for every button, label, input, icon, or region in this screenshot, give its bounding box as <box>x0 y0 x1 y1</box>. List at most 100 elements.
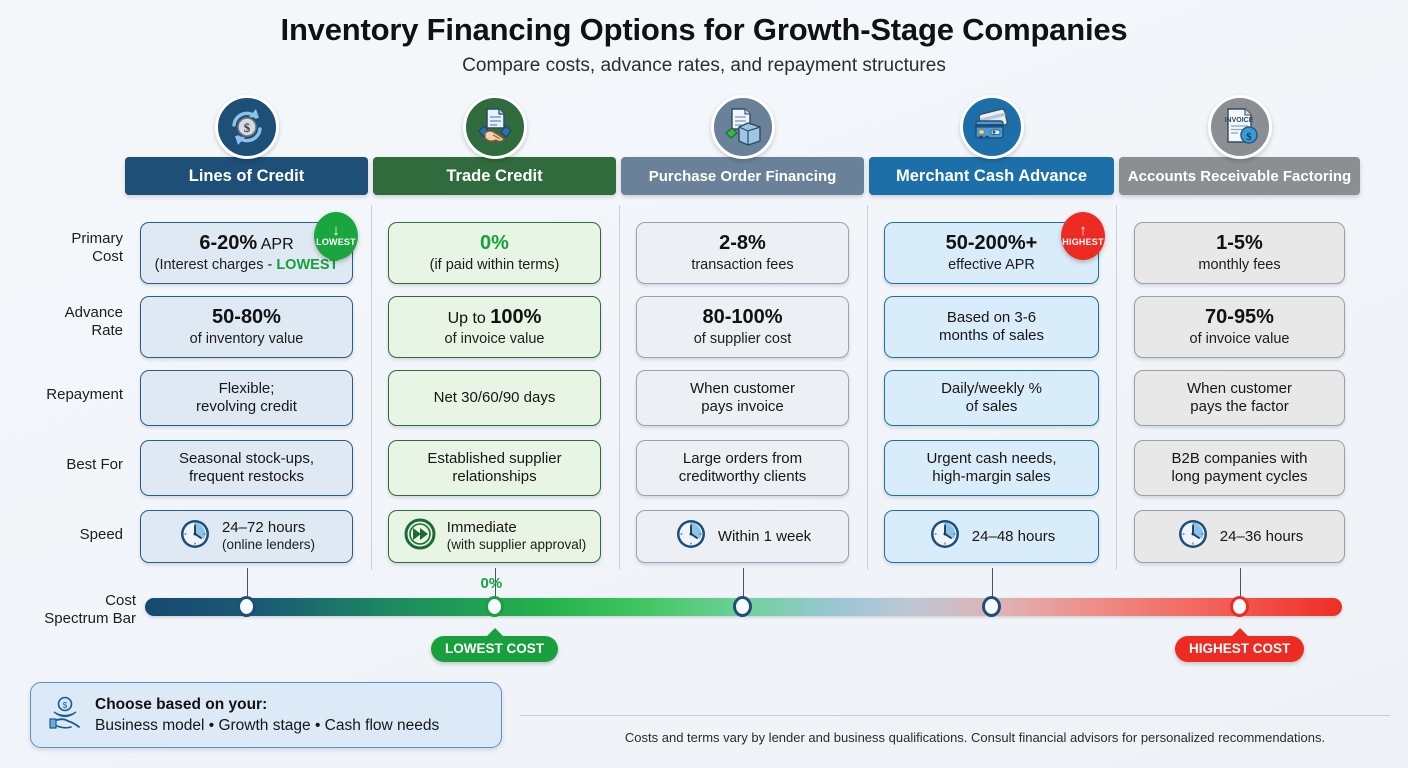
cell-value: 0% <box>480 232 509 255</box>
spectrum-connector-1 <box>246 568 248 598</box>
cell-subtext: of invoice value <box>444 331 545 348</box>
row-label-cost-spectrum: Cost Spectrum Bar <box>44 592 136 628</box>
cell-line-1: Established supplier <box>427 450 562 467</box>
svg-text:INVOICE: INVOICE <box>1224 117 1253 124</box>
cell-line-2: (online lenders) <box>221 537 316 553</box>
spectrum-connector-4 <box>991 568 993 598</box>
column-header-4[interactable]: Merchant Cash Advance <box>869 157 1114 195</box>
cell-value: 80-100% <box>702 306 783 329</box>
column-header-2[interactable]: Trade Credit <box>373 157 616 195</box>
cell-subtext: monthly fees <box>1198 257 1281 274</box>
cell-best_for-4[interactable]: Urgent cash needs,high-margin sales <box>884 440 1099 496</box>
cell-value: 50-80% <box>212 306 281 329</box>
cell-speed-2[interactable]: Immediate(with supplier approval) <box>388 510 601 563</box>
cell-best_for-1[interactable]: Seasonal stock-ups,frequent restocks <box>140 440 353 496</box>
column-separator-1 <box>371 205 372 570</box>
cell-subtext: transaction fees <box>691 257 794 274</box>
cell-advance_rate-1[interactable]: 50-80%of inventory value <box>140 296 353 358</box>
advice-criteria: Business model • Growth stage • Cash flo… <box>95 716 440 734</box>
cell-line-2: of sales <box>965 398 1018 415</box>
column-separator-4 <box>1116 205 1117 570</box>
cell-advance_rate-2[interactable]: Up to 100% of invoice value <box>388 296 601 358</box>
badge-highest: ↑HIGHEST <box>1061 212 1105 260</box>
cell-line-2: high-margin sales <box>932 468 1051 485</box>
spectrum-zero-note: 0% <box>480 575 503 592</box>
clock-icon <box>674 517 708 556</box>
column-header-label: Accounts Receivable Factoring <box>1127 167 1352 185</box>
fast-forward-icon <box>403 517 437 556</box>
cell-line-1: Within 1 week <box>717 527 812 545</box>
column-header-5[interactable]: Accounts Receivable Factoring <box>1119 157 1360 195</box>
svg-text:$: $ <box>63 701 68 710</box>
cell-line-2: long payment cycles <box>1171 468 1308 485</box>
cell-line-1: Immediate <box>446 519 517 537</box>
document-box-money-icon <box>710 95 775 159</box>
badge-arrow-icon: ↓ <box>332 222 340 239</box>
cell-value: Up to 100% <box>447 306 542 329</box>
column-header-label: Trade Credit <box>446 166 543 185</box>
spectrum-marker-3[interactable] <box>733 596 752 617</box>
cell-line-1: B2B companies with <box>1171 450 1308 467</box>
advice-box: $ Choose based on your: Business model •… <box>30 682 502 748</box>
cell-speed-1[interactable]: 24–72 hours(online lenders) <box>140 510 353 563</box>
credit-cards-icon <box>959 95 1024 159</box>
cell-line-1: Net 30/60/90 days <box>433 389 556 406</box>
cell-line-1: Large orders from <box>682 450 803 467</box>
clock-icon <box>928 517 962 556</box>
badge-lowest: ↓LOWEST <box>314 212 358 260</box>
spectrum-marker-2[interactable] <box>485 596 504 617</box>
cell-line-2: (with supplier approval) <box>446 537 587 553</box>
badge-arrow-icon: ↑ <box>1079 222 1087 239</box>
cell-speed-5[interactable]: 24–36 hours <box>1134 510 1345 563</box>
cell-primary_cost-3[interactable]: 2-8%transaction fees <box>636 222 849 284</box>
spectrum-connector-2 <box>494 568 496 598</box>
cell-line-1: 24–36 hours <box>1219 527 1304 545</box>
column-header-label: Merchant Cash Advance <box>895 166 1088 185</box>
cell-value: 50-200%+ <box>945 232 1038 255</box>
svg-text:$: $ <box>1246 131 1252 143</box>
column-separator-3 <box>867 205 868 570</box>
column-header-label: Purchase Order Financing <box>648 167 837 185</box>
cell-subtext: effective APR <box>948 257 1035 274</box>
cell-value: 6-20% APR <box>199 232 294 255</box>
cell-subtext: of supplier cost <box>693 331 792 348</box>
cell-line-1: Seasonal stock-ups, <box>178 450 315 467</box>
cell-primary_cost-5[interactable]: 1-5%monthly fees <box>1134 222 1345 284</box>
cell-line-1: 24–72 hours <box>221 519 306 537</box>
cell-repayment-2[interactable]: Net 30/60/90 days <box>388 370 601 426</box>
cell-line-1: When customer <box>1186 380 1293 397</box>
highest-cost-pill: HIGHEST COST <box>1175 636 1305 662</box>
spectrum-marker-5[interactable] <box>1230 596 1249 617</box>
spectrum-marker-4[interactable] <box>982 596 1001 617</box>
cell-line-1: Urgent cash needs, <box>926 450 1057 467</box>
cell-line-1: Based on 3-6 <box>946 309 1037 326</box>
column-header-1[interactable]: Lines of Credit <box>125 157 368 195</box>
cell-speed-3[interactable]: Within 1 week <box>636 510 849 563</box>
page-subtitle: Compare costs, advance rates, and repaym… <box>462 55 946 76</box>
advice-heading: Choose based on your: <box>95 695 268 713</box>
cell-advance_rate-5[interactable]: 70-95%of invoice value <box>1134 296 1345 358</box>
badge-label: HIGHEST <box>1062 237 1104 247</box>
cell-advance_rate-3[interactable]: 80-100% of supplier cost <box>636 296 849 358</box>
lowest-cost-pill: LOWEST COST <box>431 636 558 662</box>
cell-repayment-1[interactable]: Flexible;revolving credit <box>140 370 353 426</box>
handshake-document-icon <box>462 95 527 159</box>
cell-repayment-4[interactable]: Daily/weekly %of sales <box>884 370 1099 426</box>
cell-speed-4[interactable]: 24–48 hours <box>884 510 1099 563</box>
svg-text:$: $ <box>243 120 250 135</box>
column-header-label: Lines of Credit <box>188 166 305 185</box>
row-label-speed: Speed <box>79 526 123 543</box>
spectrum-marker-1[interactable] <box>237 596 256 617</box>
column-header-3[interactable]: Purchase Order Financing <box>621 157 864 195</box>
cell-line-2: creditworthy clients <box>678 468 807 485</box>
cell-primary_cost-2[interactable]: 0%(if paid within terms) <box>388 222 601 284</box>
